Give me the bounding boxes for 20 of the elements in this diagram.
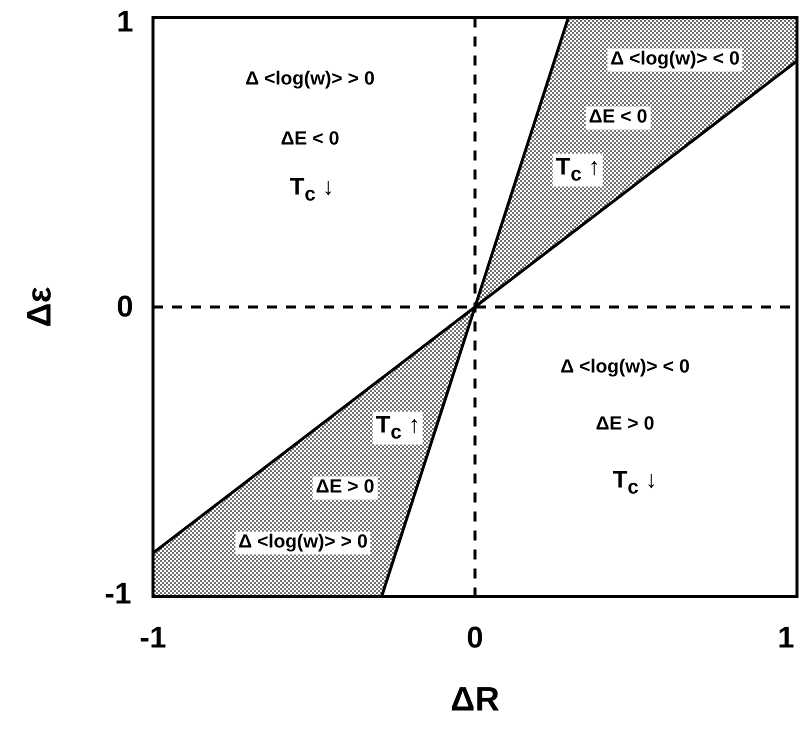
- region-label: Δ <log(w)> < 0: [607, 48, 743, 72]
- region-label: ΔE < 0: [280, 128, 340, 152]
- axis-title: Δε: [20, 286, 60, 330]
- region-label: Δ <log(w)> > 0: [244, 68, 376, 92]
- tick-label: 0: [466, 620, 484, 656]
- region-label: Δ <log(w)> < 0: [559, 356, 691, 380]
- region-label: T$_{c}$ ↑: [552, 154, 604, 186]
- region-label: Δ <log(w)> > 0: [235, 532, 371, 554]
- tick-label: -1: [104, 576, 132, 612]
- tick-label: 0: [116, 290, 134, 324]
- axis-title: ΔR: [450, 680, 500, 720]
- region-label: ΔE > 0: [312, 476, 378, 500]
- region-label: ΔE < 0: [586, 106, 650, 130]
- region-label: T$_{c}$ ↓: [288, 174, 336, 206]
- tick-label: -1: [138, 620, 168, 656]
- tick-label: 1: [116, 4, 134, 40]
- region-label: ΔE > 0: [594, 414, 656, 436]
- tick-label: 1: [776, 620, 796, 656]
- region-label: T$_{c}$ ↓: [612, 466, 658, 500]
- region-label: T$_{c}$ ↑: [372, 412, 424, 444]
